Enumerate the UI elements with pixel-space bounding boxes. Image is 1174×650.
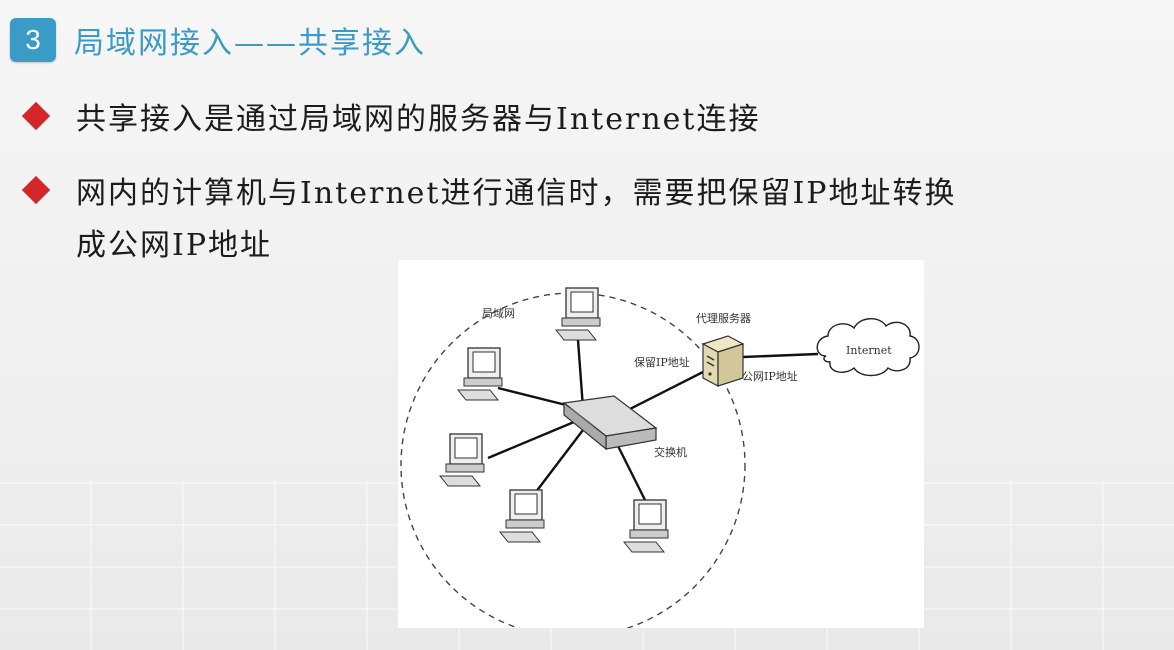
link-line — [578, 340, 583, 408]
bullet-item: 共享接入是通过局域网的服务器与Internet连接 — [22, 94, 760, 146]
slide-title-row: 3 局域网接入——共享接入 — [10, 18, 426, 62]
lan-label: 局域网 — [482, 307, 515, 320]
slide-title: 局域网接入——共享接入 — [74, 18, 426, 62]
link-line — [624, 372, 703, 412]
computer-icon — [500, 490, 544, 542]
internet-label: Internet — [846, 344, 892, 357]
reserved-ip-label: 保留IP地址 — [634, 355, 690, 369]
network-diagram-svg: 局域网 代理服务器 保留IP地址 公网IP地址 Internet 交换机 — [398, 260, 924, 628]
computer-icon — [556, 288, 600, 340]
bullet-item: 网内的计算机与Internet进行通信时，需要把保留IP地址转换 成公网IP地址 — [22, 168, 957, 272]
public-ip-label: 公网IP地址 — [742, 369, 798, 383]
bullet-text: 网内的计算机与Internet进行通信时，需要把保留IP地址转换 成公网IP地址 — [76, 168, 957, 272]
network-diagram: 局域网 代理服务器 保留IP地址 公网IP地址 Internet 交换机 — [398, 260, 924, 628]
proxy-server-label: 代理服务器 — [696, 312, 751, 325]
computer-icon — [624, 500, 668, 552]
computer-icon — [440, 434, 484, 486]
computer-icon — [458, 348, 502, 400]
section-number-badge: 3 — [10, 18, 56, 62]
bullet-diamond-icon — [22, 102, 50, 130]
link-line — [743, 354, 818, 357]
bullet-text-line: 网内的计算机与Internet进行通信时，需要把保留IP地址转换 — [76, 168, 957, 220]
switch-label: 交换机 — [654, 445, 687, 459]
server-icon — [703, 336, 743, 386]
link-line — [488, 422, 574, 458]
bullet-text: 共享接入是通过局域网的服务器与Internet连接 — [76, 94, 760, 146]
bullet-diamond-icon — [22, 176, 50, 204]
